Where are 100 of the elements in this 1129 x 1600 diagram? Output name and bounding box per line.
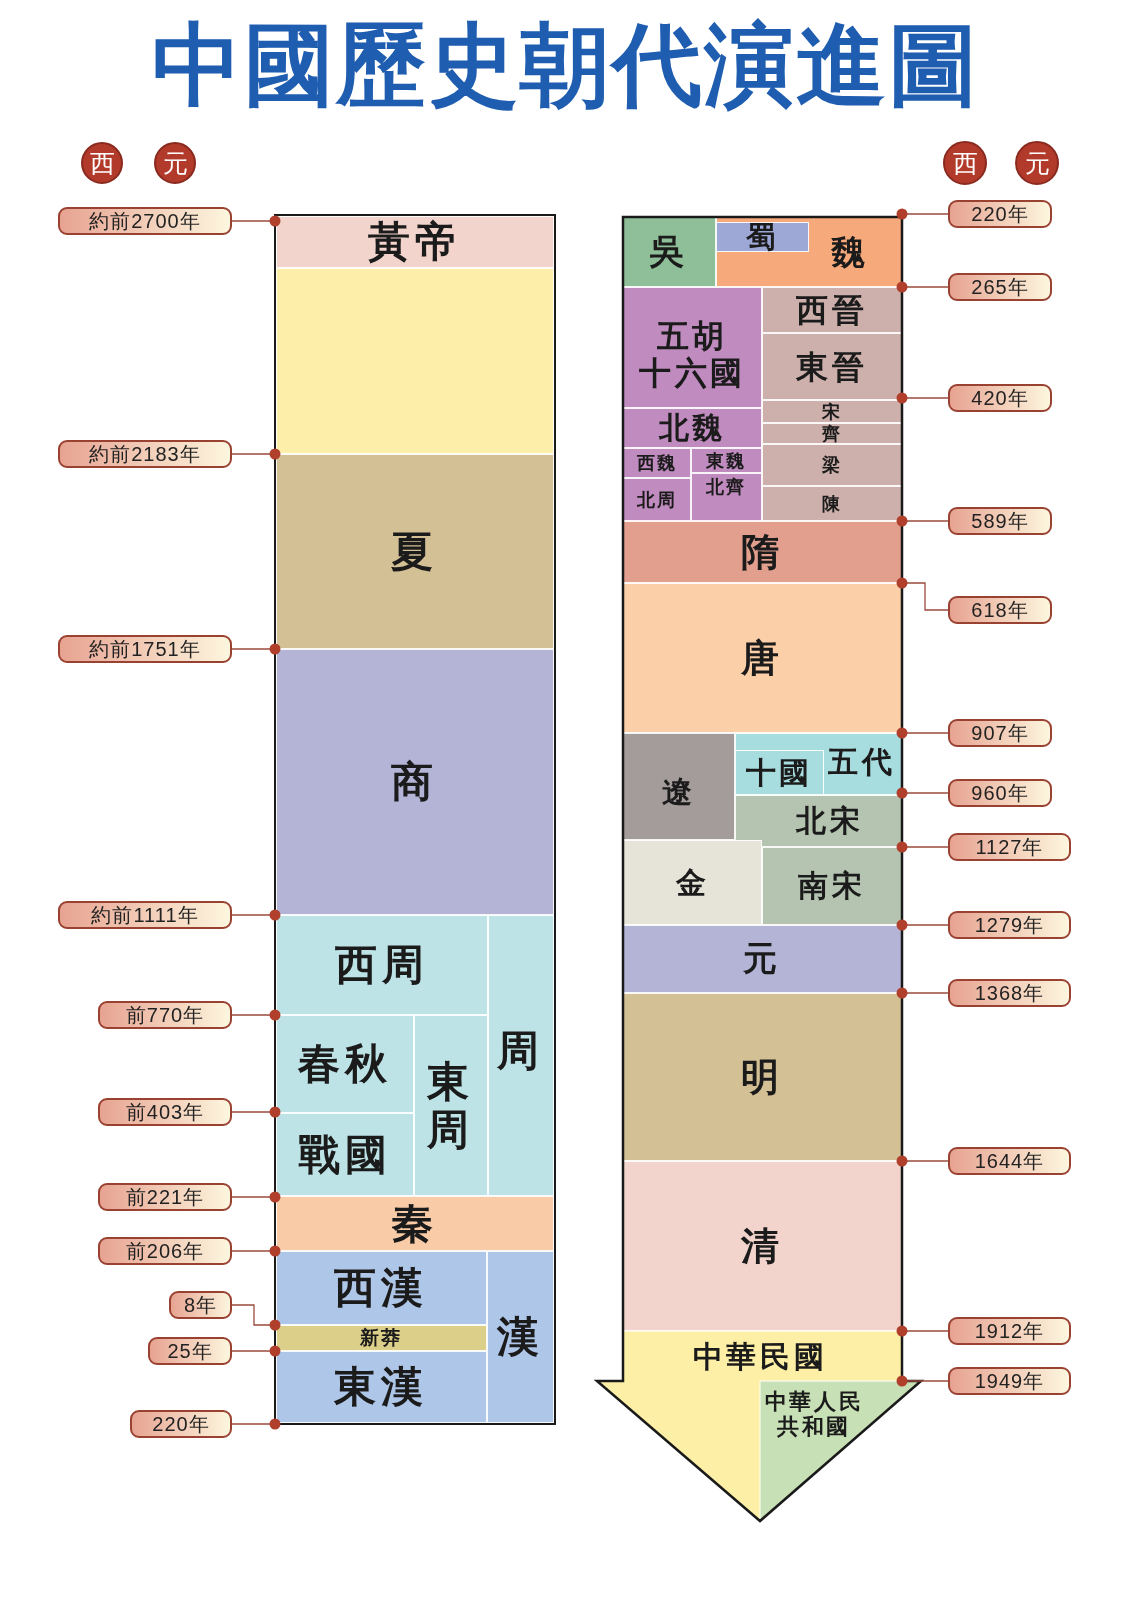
period-block [276, 649, 554, 915]
leader-line [231, 215, 281, 227]
period-block [623, 993, 902, 1161]
period-name: 宋 [821, 401, 843, 422]
leader-line [231, 1345, 281, 1357]
date-tag: 960年 [948, 779, 1052, 807]
leader-line [896, 515, 949, 527]
period-name: 新莽 [360, 1327, 403, 1349]
period-block [691, 448, 762, 473]
period-name: 陳 [821, 493, 843, 514]
period-block [762, 486, 902, 521]
leader-line [896, 392, 949, 404]
heading-disc: 西 [81, 142, 123, 184]
leader-line [231, 1418, 281, 1430]
period-block [762, 287, 902, 333]
timeline-arrow [596, 216, 922, 1522]
leader-line [896, 987, 949, 999]
period-block [735, 733, 902, 795]
period-name: 蜀 [745, 219, 780, 255]
heading-disc: 元 [1015, 141, 1059, 185]
leader-line [896, 841, 949, 853]
period-name: 東晉 [796, 348, 868, 385]
title: 中國歷史朝代演進圖 [152, 18, 980, 113]
leader-line [896, 1375, 949, 1387]
date-tag: 1127年 [948, 833, 1071, 861]
leader-line [231, 1009, 281, 1021]
period-name: 東魏 [706, 450, 747, 471]
period-block [487, 1251, 554, 1423]
period-name: 中華民國 [692, 1339, 828, 1375]
period-name: 商 [391, 757, 439, 807]
period-name: 金 [675, 865, 710, 900]
period-name: 西晉 [796, 291, 868, 329]
period-block [623, 216, 716, 287]
leader-line [896, 281, 949, 293]
period-block [414, 1015, 488, 1196]
period-block [762, 423, 902, 444]
period-block [623, 521, 902, 583]
period-name: 五代 [828, 744, 896, 780]
period-name: 北齊 [706, 476, 747, 498]
period-block [276, 1015, 414, 1113]
period-block [735, 750, 824, 795]
period-block [623, 925, 902, 993]
period-block [623, 287, 762, 408]
period-name: 魏 [830, 233, 870, 273]
period-block [762, 333, 902, 400]
date-tag: 1949年 [948, 1367, 1071, 1395]
date-tag: 589年 [948, 507, 1052, 535]
period-block [716, 216, 902, 287]
period-name: 秦 [391, 1199, 439, 1248]
period-name: 吳 [650, 231, 689, 272]
period-name: 西漢 [334, 1263, 429, 1313]
date-tag: 1912年 [948, 1317, 1071, 1345]
period-name: 齊 [821, 423, 843, 444]
period-block [623, 1161, 902, 1331]
leader-line [231, 448, 281, 460]
period-name: 春秋 [297, 1039, 393, 1089]
period-name: 東周 [426, 1057, 476, 1154]
leader-line [231, 643, 281, 655]
period-block [276, 1325, 487, 1351]
leader-line [231, 1304, 281, 1331]
period-name: 梁 [821, 454, 843, 476]
period-name: 北周 [636, 489, 678, 510]
leader-line [231, 909, 281, 921]
period-block [762, 847, 902, 925]
period-block [691, 473, 762, 521]
period-block [623, 733, 735, 840]
period-name: 夏 [391, 527, 439, 576]
date-tag: 前221年 [98, 1183, 232, 1211]
date-tag: 約前2183年 [58, 440, 232, 468]
period-name: 北宋 [796, 803, 864, 839]
date-tag: 8年 [169, 1291, 232, 1319]
period-name: 西魏 [636, 452, 678, 474]
period-name: 戰國 [297, 1130, 393, 1179]
period-block [276, 1196, 554, 1251]
period-block [276, 454, 554, 649]
date-tag: 約前1111年 [58, 901, 232, 929]
date-tag: 約前1751年 [58, 635, 232, 663]
period-name: 周 [497, 1026, 545, 1076]
leader-line [896, 919, 949, 931]
period-name: 西周 [334, 940, 430, 990]
date-tag: 前770年 [98, 1001, 232, 1029]
leader-line [896, 208, 949, 220]
date-tag: 420年 [948, 384, 1052, 412]
date-tag: 907年 [948, 719, 1052, 747]
date-tag: 1644年 [948, 1147, 1071, 1175]
leader-line [231, 1245, 281, 1257]
period-block [623, 840, 762, 925]
period-block [623, 478, 691, 521]
date-tag: 618年 [948, 596, 1052, 624]
leader-line [896, 1155, 949, 1167]
period-name: 明 [741, 1055, 784, 1099]
period-name: 隋 [741, 530, 784, 574]
date-tag: 25年 [148, 1337, 232, 1365]
period-block [276, 268, 554, 454]
period-block [623, 448, 691, 478]
date-tag: 220年 [130, 1410, 232, 1438]
period-name: 五胡十六國 [637, 318, 748, 392]
period-name: 十國 [745, 755, 814, 790]
leader-line [896, 1325, 949, 1337]
period-block [623, 408, 762, 448]
